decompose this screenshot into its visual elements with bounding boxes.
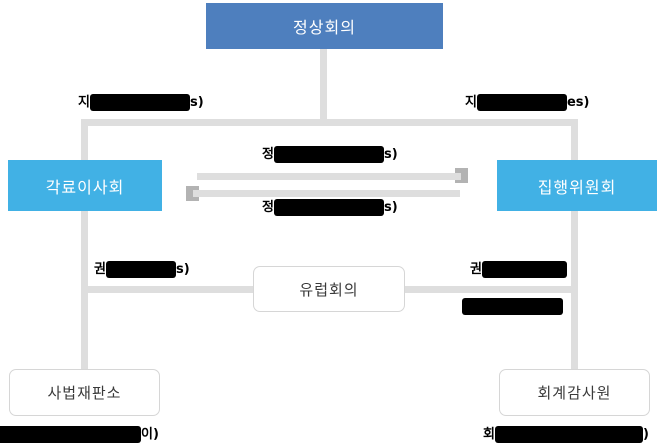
redaction-bar xyxy=(476,94,567,111)
connector-euro-right xyxy=(405,286,571,293)
label-arrow-top-prefix: 정 xyxy=(262,147,274,162)
label-powers-left-prefix: 권 xyxy=(94,262,106,277)
node-commission-label: 집행위원회 xyxy=(537,177,617,197)
label-branch-left-suffix: s) xyxy=(189,95,204,110)
node-court-of-justice: 사법재판소 xyxy=(9,369,160,416)
redaction-bar xyxy=(494,426,643,443)
label-arrow-bottom-prefix: 정 xyxy=(262,200,274,215)
node-court-of-justice-label: 사법재판소 xyxy=(47,384,122,402)
label-bottom-left-suffix: 이) xyxy=(141,427,159,442)
label-bottom-right: 회 ) xyxy=(483,426,649,443)
label-branch-right-prefix: 지 xyxy=(465,95,477,110)
label-powers-right-line1: 권 xyxy=(470,261,567,278)
connector-right-upper xyxy=(571,119,578,160)
redaction-bar xyxy=(0,426,141,443)
label-powers-left: 권 s) xyxy=(94,261,190,278)
label-powers-right-prefix: 권 xyxy=(470,262,482,277)
label-bottom-right-suffix: ) xyxy=(642,427,649,442)
arrow-left-head xyxy=(186,186,199,201)
label-branch-right: 지 es) xyxy=(465,94,589,111)
label-branch-left: 지 s) xyxy=(78,94,204,111)
node-commission: 집행위원회 xyxy=(497,160,657,211)
redaction-bar xyxy=(273,199,384,216)
label-bottom-right-prefix: 회 xyxy=(483,427,495,442)
node-court-of-auditors-label: 회계감사원 xyxy=(537,384,612,402)
connector-branch-horizontal xyxy=(81,119,578,126)
redaction-bar xyxy=(89,94,190,111)
label-arrow-bottom: 정 s) xyxy=(262,199,398,216)
redaction-bar xyxy=(462,298,563,315)
node-council-label: 각료이사회 xyxy=(45,177,125,197)
connector-left-upper xyxy=(81,119,88,160)
node-summit: 정상회의 xyxy=(206,3,443,49)
label-branch-left-prefix: 지 xyxy=(78,95,90,110)
redaction-bar xyxy=(105,261,176,278)
connector-summit-vertical xyxy=(320,49,327,126)
label-powers-right-line2 xyxy=(462,298,563,315)
node-court-of-auditors: 회계감사원 xyxy=(499,369,650,416)
connector-right-lower xyxy=(571,211,578,369)
label-arrow-top: 정 s) xyxy=(262,146,398,163)
redaction-bar xyxy=(273,146,384,163)
arrow-left-shaft xyxy=(193,190,460,197)
node-council: 각료이사회 xyxy=(8,160,162,211)
label-bottom-left: 이) xyxy=(0,426,159,443)
label-arrow-top-suffix: s) xyxy=(383,147,398,162)
node-european-council: 유럽회의 xyxy=(253,266,405,312)
connector-euro-left xyxy=(84,286,253,293)
arrow-right-shaft xyxy=(197,173,461,180)
label-arrow-bottom-suffix: s) xyxy=(383,200,398,215)
label-powers-left-suffix: s) xyxy=(175,262,190,277)
label-branch-right-suffix: es) xyxy=(566,95,590,110)
redaction-bar xyxy=(481,261,567,278)
node-summit-label: 정상회의 xyxy=(293,18,356,37)
node-european-council-label: 유럽회의 xyxy=(299,280,359,299)
